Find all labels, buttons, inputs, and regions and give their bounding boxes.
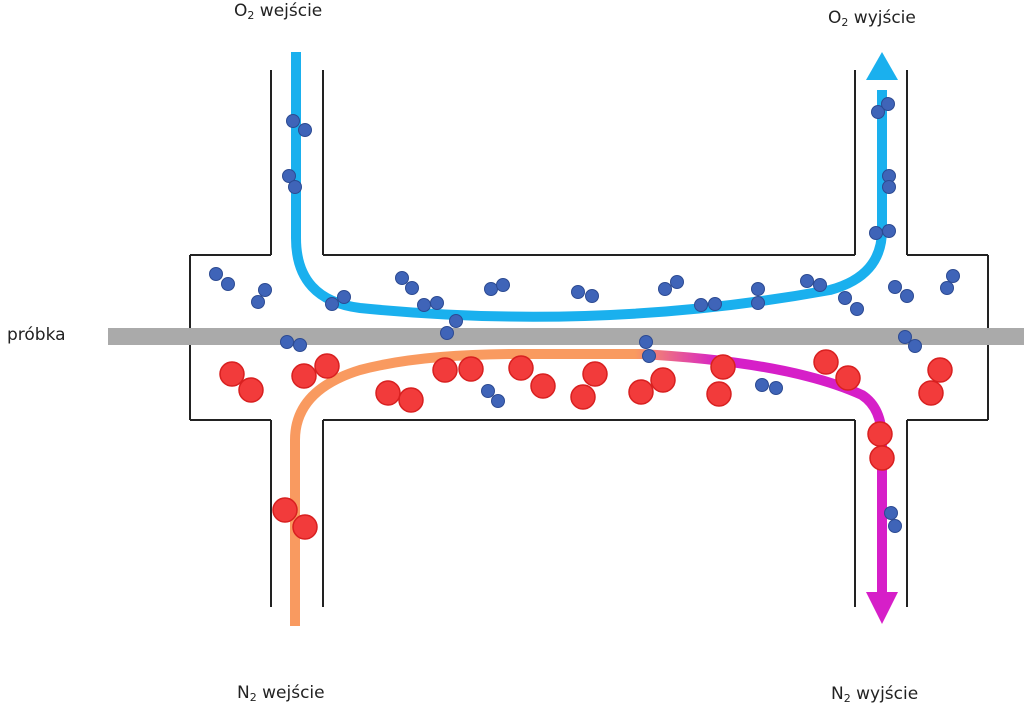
o2-molecule-icon (658, 275, 684, 296)
o2-molecule-icon (882, 169, 896, 194)
o2-molecule-icon (755, 378, 783, 395)
o2-molecule-icon (280, 335, 307, 352)
o2-molecule-icon (940, 269, 960, 295)
n2-molecule-icon (918, 357, 953, 406)
n2-molecule-icon (219, 361, 264, 403)
o2-molecule-icon (751, 282, 765, 310)
o2-molecule-icon (417, 296, 444, 312)
sample-label: próbka (7, 325, 66, 345)
n2-molecule-icon (272, 497, 318, 540)
o2-molecule-icon (484, 278, 510, 296)
sample-membrane (108, 328, 1024, 345)
n2-inlet-label: N2 wejście (237, 683, 325, 704)
n2-molecule-icon (706, 354, 736, 407)
o2-molecule-icon (395, 271, 419, 295)
o2-molecule-icon (325, 290, 351, 311)
n2-molecule-icon (432, 356, 484, 383)
n2-molecule-icon (570, 361, 608, 410)
o2-molecule-icon (694, 297, 722, 312)
n2-molecule-icon (375, 380, 424, 413)
n2-flow-arrow-icon (866, 592, 898, 624)
o2-molecule-icon (282, 169, 302, 194)
o2-molecule-icon (209, 267, 235, 291)
n2-outlet-label: N2 wyjście (831, 684, 919, 705)
o2-molecule-icon (800, 274, 827, 292)
o2-flow-arrow-icon (866, 52, 898, 80)
chamber-outline (189, 70, 989, 607)
o2-outlet-label: O2 wyjście (828, 8, 916, 29)
o2-molecule-icon (884, 506, 902, 533)
o2-molecule-icon (871, 97, 895, 119)
n2-molecule-icon (628, 367, 676, 405)
o2-molecule-icon (639, 335, 656, 363)
o2-molecule-icon (838, 291, 864, 316)
o2-molecule-icon (888, 280, 914, 303)
n2-molecule-icon (291, 353, 340, 389)
o2-inlet-label: O2 wejście (234, 1, 323, 22)
o2-molecule-icon (869, 224, 896, 240)
molecules (209, 97, 960, 540)
o2-flow-path (291, 52, 887, 322)
o2-molecule-icon (571, 285, 599, 303)
o2-molecule-icon (440, 314, 463, 340)
o2-molecule-icon (481, 384, 505, 408)
o2-molecule-icon (251, 283, 272, 309)
n2-molecule-icon (508, 355, 556, 399)
o2-molecule-icon (898, 330, 922, 353)
n2-molecule-icon (813, 349, 861, 391)
o2-molecule-icon (286, 114, 312, 137)
n2-molecule-icon (867, 421, 895, 471)
n2-flow-path (290, 349, 887, 626)
